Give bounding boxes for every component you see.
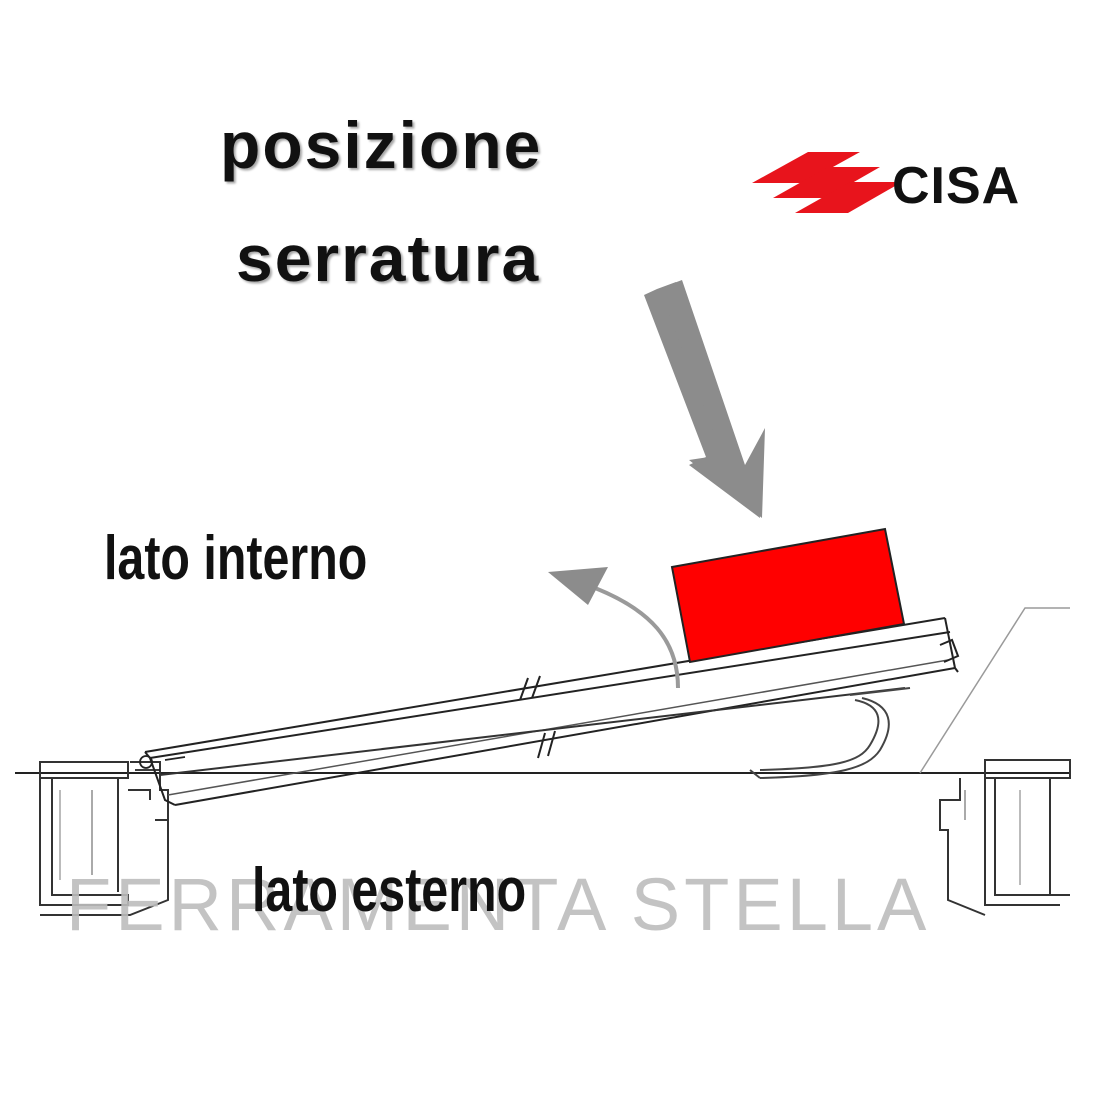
door-stop <box>749 687 911 779</box>
guide-line <box>919 607 1070 774</box>
curved-arrow-icon <box>548 567 680 689</box>
label-inner-side: lato interno <box>104 524 368 593</box>
watermark: FERRAMENTA STELLA <box>66 863 931 946</box>
lock-box <box>670 527 906 664</box>
label-outer-side: lato esterno <box>252 856 527 925</box>
down-arrow-icon <box>644 280 765 518</box>
door-break-marks <box>519 675 556 759</box>
cisa-stripes-logo <box>752 152 902 213</box>
left-frame <box>39 761 169 916</box>
title-line-1: posizione <box>220 108 543 182</box>
latch-tip <box>939 638 960 663</box>
right-frame <box>939 759 1071 916</box>
brand-name: CISA <box>892 157 1021 215</box>
door-leaf <box>144 617 959 806</box>
title-line-2: serratura <box>236 221 541 295</box>
hinge <box>135 755 186 771</box>
